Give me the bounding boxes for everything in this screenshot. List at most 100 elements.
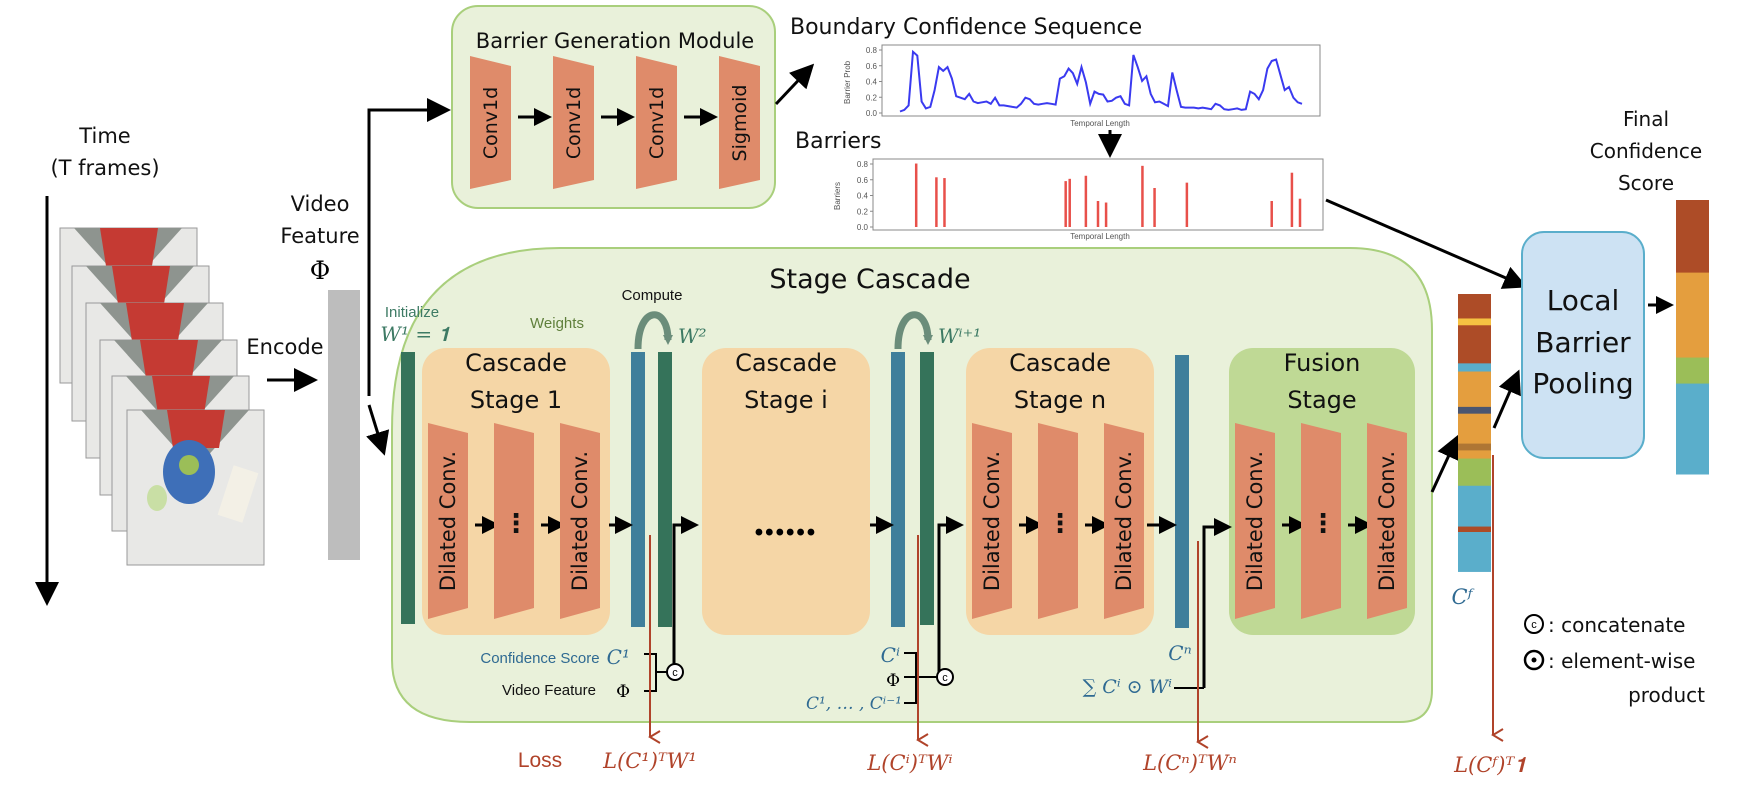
final-label-3: Score xyxy=(1618,171,1674,195)
encode-label: Encode xyxy=(246,335,323,359)
fusion-to-cf-arrow xyxy=(1430,434,1460,493)
wi1-label: Wⁱ⁺¹ xyxy=(938,324,981,348)
svg-text:c: c xyxy=(672,667,678,679)
dilated-conv-block xyxy=(1038,423,1078,619)
w2-label: W² xyxy=(678,324,707,348)
cf-label: Cᶠ xyxy=(1452,585,1475,609)
final-stacked-bar xyxy=(1676,200,1709,475)
stage-flow-arrows xyxy=(609,516,1232,688)
score-segment xyxy=(1458,485,1491,528)
stage-title: Cascade xyxy=(465,349,567,377)
boundary-chart-frame xyxy=(881,44,1321,117)
pooling-label-3: Pooling xyxy=(1532,367,1633,400)
dilated-conv-block xyxy=(1104,423,1144,619)
svg-text:Conv1d: Conv1d xyxy=(563,87,585,159)
y-tick: 0.6 xyxy=(866,62,878,71)
loss-label: Loss xyxy=(518,749,562,772)
barriers-to-pooling-arrow xyxy=(1325,198,1528,289)
phi-label-i: Φ xyxy=(886,671,900,691)
svg-text:c: c xyxy=(1531,619,1537,631)
loss-stage-1: L(C¹)ᵀW¹ xyxy=(602,749,697,773)
score-segment xyxy=(1676,357,1709,385)
video-feature-label-1: Video xyxy=(291,192,350,216)
score-bar-c1 xyxy=(631,352,645,627)
svg-text:Sigmoid: Sigmoid xyxy=(729,85,751,162)
barrier-prob-line xyxy=(899,49,1303,113)
elementwise-legend-text-1: : element-wise xyxy=(1548,649,1695,673)
score-segment xyxy=(1458,406,1491,415)
svg-text:⋮: ⋮ xyxy=(503,509,529,539)
concat-icon xyxy=(666,663,684,681)
weights-label: Weights xyxy=(530,315,584,332)
concat-stage-i: Cⁱ Φ C¹, … , Cⁱ⁻¹ c xyxy=(806,643,954,714)
boundary-chart-xlabel: Temporal Length xyxy=(1070,119,1130,128)
cf-stacked-bar xyxy=(1458,294,1491,572)
final-confidence: Final Confidence Score xyxy=(1590,107,1709,475)
y-tick: 0.8 xyxy=(866,46,878,55)
y-tick: 0.6 xyxy=(857,176,869,185)
dilated-conv-block xyxy=(560,423,600,619)
score-segment xyxy=(1676,383,1709,475)
stage-subtitle: Stage n xyxy=(1014,386,1106,414)
initialize-label: Initialize xyxy=(385,304,439,321)
dilated-conv-block xyxy=(428,423,468,619)
svg-text:Dilated Conv.: Dilated Conv. xyxy=(1112,451,1136,591)
score-segment xyxy=(1458,532,1491,572)
concat-legend-icon xyxy=(1524,614,1544,634)
final-label-1: Final xyxy=(1623,107,1669,131)
score-bar-cn xyxy=(1175,355,1189,628)
cn-label: Cⁿ xyxy=(1168,641,1191,665)
ci-label: Cⁱ xyxy=(881,643,900,667)
sigmoid-block: Sigmoid xyxy=(719,56,760,189)
score-segment xyxy=(1458,371,1491,408)
local-barrier-pooling: Local Barrier Pooling xyxy=(1521,231,1674,459)
concat-icon xyxy=(936,668,954,686)
time-frames-label: (T frames) xyxy=(50,156,159,180)
conv1d-block: Conv1d xyxy=(553,56,594,189)
pooling-box xyxy=(1521,231,1645,459)
score-segment xyxy=(1458,294,1491,319)
weighted-sum: Cⁿ ∑ Cⁱ ⊙ Wⁱ xyxy=(1083,641,1204,698)
svg-text:Dilated Conv.: Dilated Conv. xyxy=(1243,451,1267,591)
conv1d-block: Conv1d xyxy=(636,56,677,189)
svg-text:⋮: ⋮ xyxy=(1310,509,1336,539)
score-segment xyxy=(1458,318,1491,326)
y-tick: 0.4 xyxy=(857,192,869,201)
stage-subtitle: Stage xyxy=(1287,386,1356,414)
compute-arrow-w2 xyxy=(634,311,673,350)
video-feature-small-label: Video Feature xyxy=(502,682,596,699)
score-segment xyxy=(1676,200,1709,274)
time-axis: Time (T frames) xyxy=(35,124,160,606)
loss-lines xyxy=(648,455,1504,749)
pooling-label-1: Local xyxy=(1547,284,1620,317)
video-feature-bar xyxy=(328,290,360,560)
phi-label-1: Φ xyxy=(616,682,630,702)
svg-text:Dilated Conv.: Dilated Conv. xyxy=(436,451,460,591)
conv1d-block: Conv1d xyxy=(470,56,511,189)
video-frame xyxy=(126,409,265,566)
elementwise-legend-text-2: product xyxy=(1628,683,1705,707)
svg-text:⋮: ⋮ xyxy=(1047,509,1073,539)
compute-arrow-wi1 xyxy=(894,311,933,350)
bgm-out-arrow xyxy=(774,63,815,106)
legend: c : concatenate : element-wise product xyxy=(1523,613,1705,707)
weight-bar-wi1 xyxy=(920,352,934,625)
confidence-score-label: Confidence Score xyxy=(480,650,599,667)
score-segment xyxy=(1458,443,1491,451)
score-segment xyxy=(1458,413,1491,445)
score-segment xyxy=(1458,325,1491,364)
compute-label: Compute xyxy=(622,287,683,304)
svg-text:Dilated Conv.: Dilated Conv. xyxy=(568,451,592,591)
barrier-module-panel xyxy=(451,5,776,209)
svg-text:c: c xyxy=(942,672,948,684)
barriers-chart-ylabel: Barriers xyxy=(833,182,842,210)
svg-text:Conv1d: Conv1d xyxy=(646,87,668,159)
y-tick: 0.0 xyxy=(857,223,869,232)
barriers-chart-xlabel: Temporal Length xyxy=(1070,232,1130,241)
stage-title: Cascade xyxy=(1009,349,1111,377)
